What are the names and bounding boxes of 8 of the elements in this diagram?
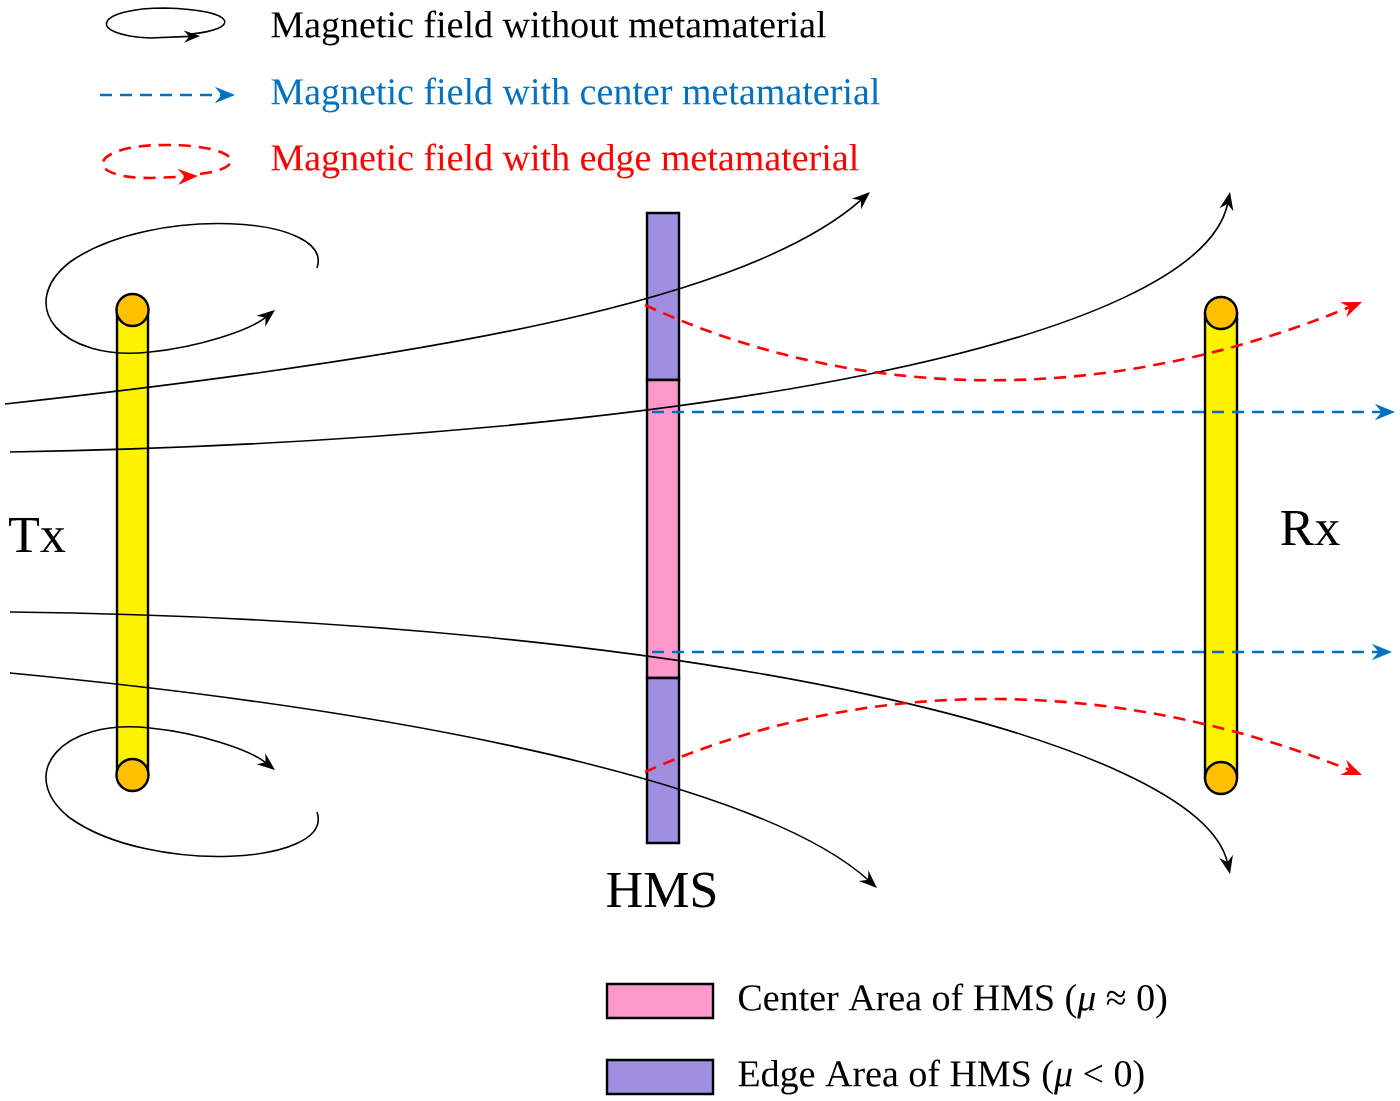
coil-label: Rx [1281, 510, 1340, 546]
legend-text: Center Area of HMS (μ ≈ 0) [739, 983, 1167, 1019]
coil-label: Tx [9, 517, 66, 553]
coil-label: HMS [607, 872, 716, 908]
legend-text: Magnetic field with center metamaterial [271, 77, 880, 113]
legend-text: Edge Area of HMS (μ < 0) [738, 1059, 1144, 1095]
legend-text: Magnetic field without metamaterial [271, 10, 826, 46]
legend-text: Magnetic field with edge metamaterial [271, 143, 859, 179]
